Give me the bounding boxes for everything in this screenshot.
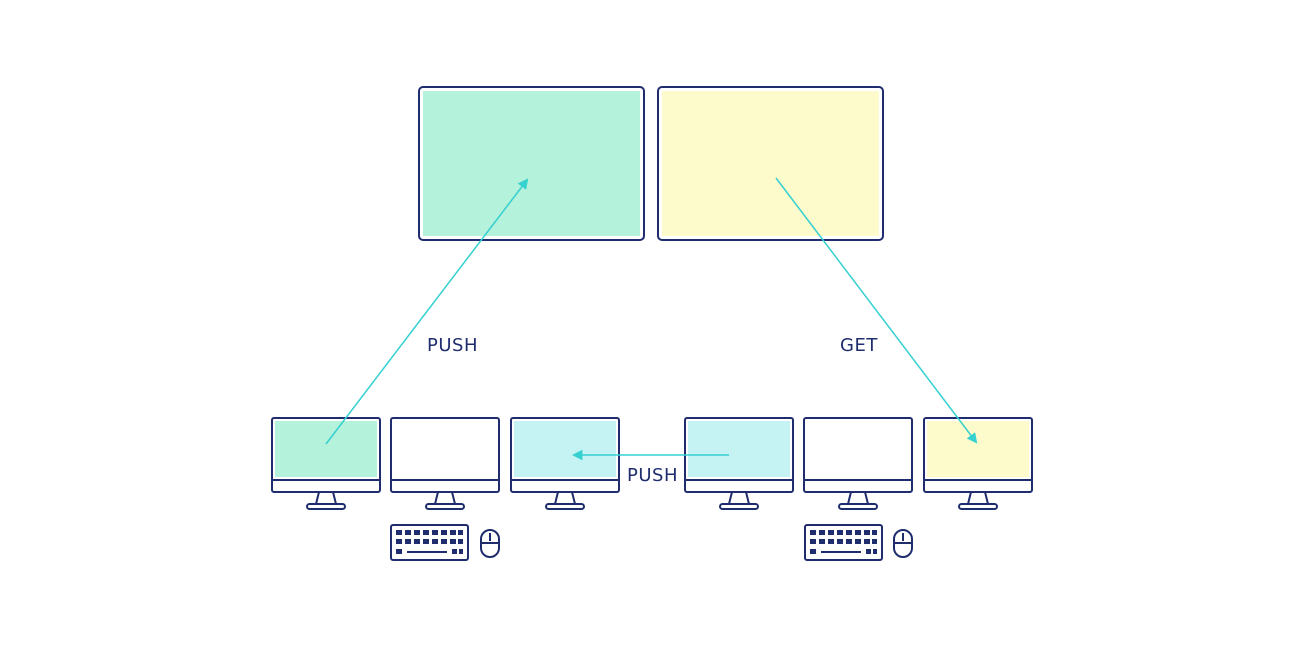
monitor-row: [271, 417, 1033, 510]
monitor-6[interactable]: [923, 417, 1033, 510]
monitor-5[interactable]: [803, 417, 913, 510]
flow-arrows: [325, 177, 978, 461]
monitor-2[interactable]: [390, 417, 500, 510]
monitor-3-screen: [514, 421, 616, 477]
workstation-2-peripherals: [804, 524, 913, 561]
monitor-4[interactable]: [684, 417, 794, 510]
keyboard-icon[interactable]: [390, 524, 469, 561]
video-wall-left-screen: [423, 91, 640, 236]
push-arrow-up: [325, 178, 529, 445]
monitor-1[interactable]: [271, 417, 381, 510]
push-label-left: PUSH: [427, 335, 478, 356]
monitor-6-screen: [927, 421, 1029, 477]
video-wall: [418, 86, 884, 241]
monitor-3[interactable]: [510, 417, 620, 510]
mouse-icon[interactable]: [893, 529, 913, 558]
monitor-4-screen: [688, 421, 790, 477]
monitor-2-screen: [394, 421, 496, 477]
push-label-bottom: PUSH: [627, 465, 678, 486]
video-wall-left[interactable]: [418, 86, 645, 241]
get-label: GET: [840, 335, 878, 356]
video-wall-right[interactable]: [657, 86, 884, 241]
monitor-5-screen: [807, 421, 909, 477]
workstation-1-peripherals: [390, 524, 500, 561]
get-arrow-down: [775, 177, 978, 444]
monitor-1-screen: [275, 421, 377, 477]
mouse-icon[interactable]: [480, 529, 500, 558]
keyboard-icon[interactable]: [804, 524, 883, 561]
video-wall-right-screen: [662, 91, 879, 236]
